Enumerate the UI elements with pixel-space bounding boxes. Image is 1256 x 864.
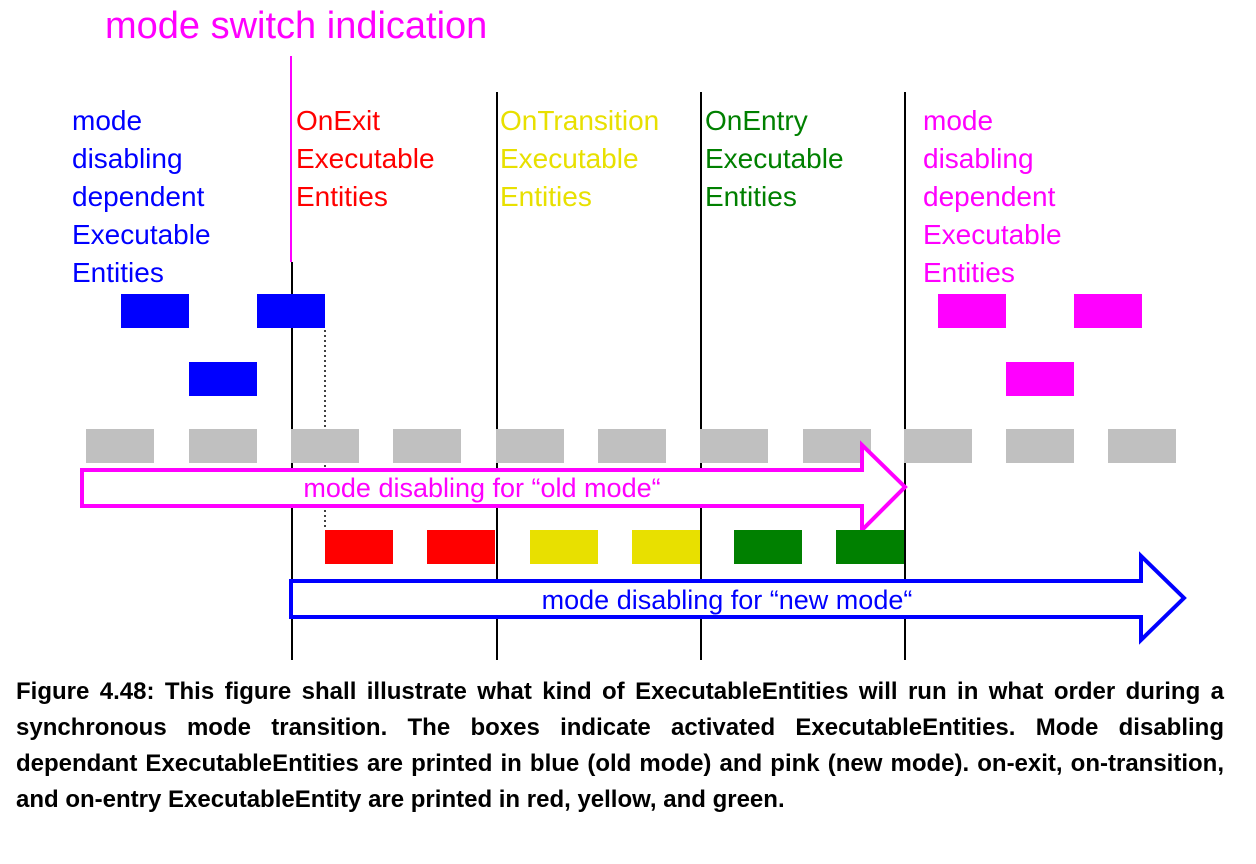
label-line: dependent: [923, 181, 1056, 212]
gray-slot-box: [904, 429, 972, 463]
label-line: Executable: [296, 143, 435, 174]
label-line: Entities: [705, 181, 797, 212]
label-line: disabling: [923, 143, 1034, 174]
blue-activation-box: [189, 362, 257, 396]
pink-activation-box: [938, 294, 1006, 328]
gray-slot-box: [598, 429, 666, 463]
new-mode-disabling-arrow: [289, 551, 1187, 645]
gray-slot-box: [189, 429, 257, 463]
label-line: Executable: [923, 219, 1062, 250]
old-mode-disabling-arrow: [80, 440, 908, 535]
gray-slot-box: [496, 429, 564, 463]
pink-activation-box: [1006, 362, 1074, 396]
column-label-onentry: OnEntry Executable Entities: [705, 105, 844, 212]
label-line: dependent: [72, 181, 205, 212]
label-line: mode: [923, 105, 993, 136]
green-onentry-box: [836, 530, 904, 564]
yellow-ontransition-box: [632, 530, 700, 564]
blue-activation-box: [121, 294, 189, 328]
gray-timeline: [86, 429, 1176, 463]
label-line: Executable: [72, 219, 211, 250]
label-line: mode: [72, 105, 142, 136]
gray-slot-box: [393, 429, 461, 463]
label-line: disabling: [72, 143, 183, 174]
gray-slot-box: [291, 429, 359, 463]
gray-slot-box: [1006, 429, 1074, 463]
label-line: Executable: [500, 143, 639, 174]
label-line: Entities: [923, 257, 1015, 288]
label-line: OnEntry: [705, 105, 808, 136]
label-line: Executable: [705, 143, 844, 174]
red-onexit-box: [325, 530, 393, 564]
gray-slot-box: [700, 429, 768, 463]
blue-activation-box: [257, 294, 325, 328]
label-line: Entities: [72, 257, 164, 288]
gray-slot-box: [1108, 429, 1176, 463]
column-label-new-mode-disabling: mode disabling dependent Executable Enti…: [923, 105, 1062, 288]
green-onentry-box: [734, 530, 802, 564]
red-onexit-box: [427, 530, 495, 564]
old-mode-arrow-label: mode disabling for “old mode“: [303, 473, 660, 503]
column-label-old-mode-disabling: mode disabling dependent Executable Enti…: [72, 105, 211, 288]
mode-transition-diagram: mode switch indication mode disabling de…: [72, 5, 1187, 660]
label-line: OnTransition: [500, 105, 659, 136]
label-line: OnExit: [296, 105, 380, 136]
column-label-onexit: OnExit Executable Entities: [296, 105, 435, 212]
label-line: Entities: [296, 181, 388, 212]
yellow-ontransition-box: [530, 530, 598, 564]
gray-slot-box: [86, 429, 154, 463]
figure-caption: Figure 4.48: This figure shall illustrat…: [16, 678, 1224, 813]
new-mode-arrow-label: mode disabling for “new mode“: [542, 585, 913, 615]
label-line: Entities: [500, 181, 592, 212]
gray-slot-box: [803, 429, 871, 463]
diagram-title: mode switch indication: [105, 5, 487, 47]
column-label-ontransition: OnTransition Executable Entities: [500, 105, 659, 212]
pink-activation-box: [1074, 294, 1142, 328]
